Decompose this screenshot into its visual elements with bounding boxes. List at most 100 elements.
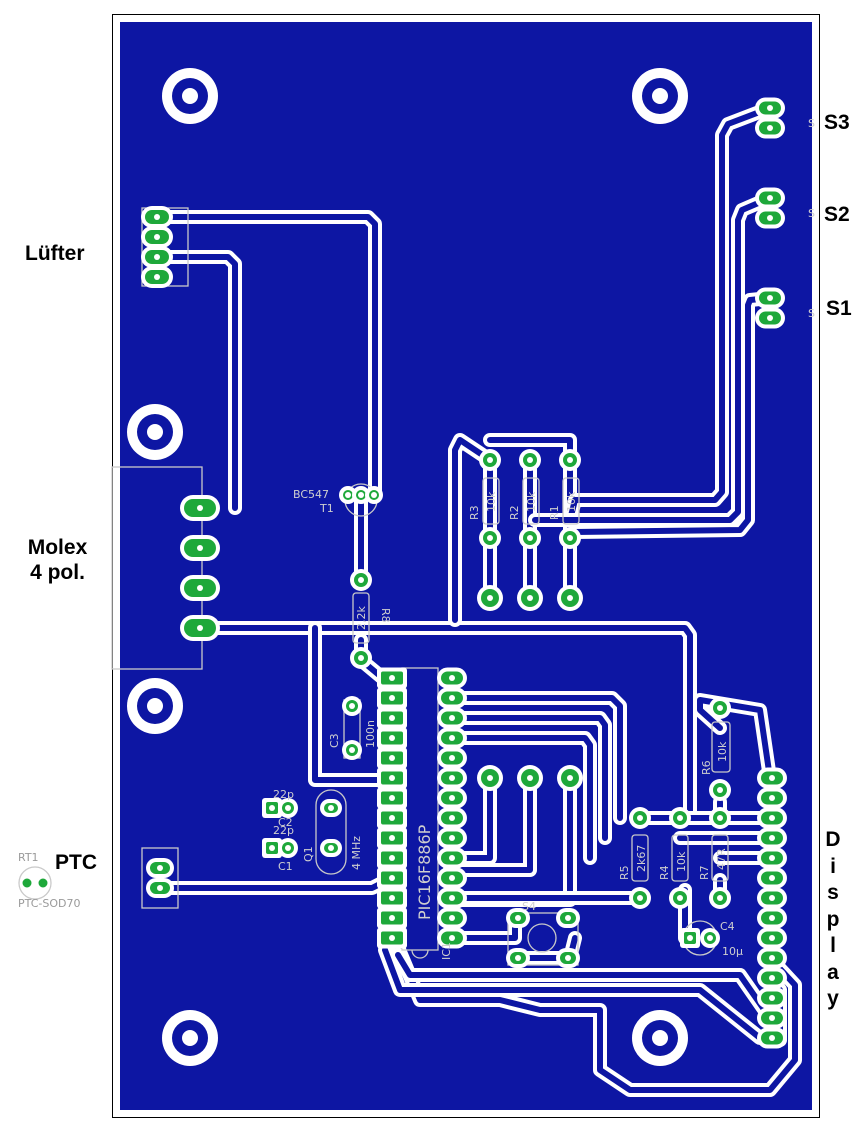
ic1-name-label: IC1: [440, 942, 453, 960]
pad-drill: [349, 747, 355, 753]
trace-copper: [395, 952, 773, 1021]
pad-drill: [767, 125, 773, 131]
ic1-notch: [411, 949, 429, 959]
molex-label: Molex 4 pol.: [10, 537, 105, 583]
pad-drill: [527, 535, 533, 541]
pad-drill: [389, 775, 395, 781]
pad-drill: [154, 274, 160, 280]
c3-name-label: C3: [328, 733, 341, 748]
ic1-value-label: PIC16F886P: [415, 824, 434, 920]
t1-name-label: T1: [319, 502, 334, 515]
mounting-hole-drill: [652, 1030, 668, 1046]
display-label-letter: a: [827, 960, 839, 984]
pad-drill: [389, 835, 395, 841]
pad-drill: [717, 815, 723, 821]
pad-drill: [769, 975, 775, 981]
trace-copper: [447, 775, 533, 873]
r3-value-label: 10k: [485, 491, 498, 512]
pad-drill: [565, 915, 571, 921]
r5-body: [631, 834, 649, 882]
pad-drill: [154, 214, 160, 220]
r6-value-label: 10k: [716, 741, 729, 762]
pad-drill: [769, 775, 775, 781]
r3-body: [482, 477, 500, 525]
pad-drill: [389, 935, 395, 941]
pad-drill: [154, 254, 160, 260]
pad-drill: [389, 895, 395, 901]
pad-drill: [349, 703, 355, 709]
s3-pad-label: S: [808, 117, 815, 130]
pad-drill: [449, 935, 455, 941]
pad-drill: [717, 705, 723, 711]
pad-drill: [769, 875, 775, 881]
pad-drill: [487, 457, 493, 463]
r8-name-label: R8: [379, 608, 392, 623]
pad-drill: [358, 492, 364, 498]
trace-copper: [392, 937, 798, 1093]
pad-drill: [389, 915, 395, 921]
pad-drill: [527, 595, 533, 601]
molex-connector-outline: [111, 466, 203, 670]
mounting-hole-drill: [182, 88, 198, 104]
pad-drill: [371, 492, 377, 498]
r2-body: [522, 477, 540, 525]
display-label-letter: s: [827, 881, 839, 904]
c2-value-label: 22p: [273, 788, 294, 801]
r1-name-label: R1: [548, 505, 561, 520]
r6-body: [711, 721, 731, 773]
pad-drill: [767, 215, 773, 221]
mounting-hole-drill: [652, 88, 668, 104]
pad-drill: [449, 795, 455, 801]
trace-copper: [152, 254, 238, 511]
r5-value-label: 2k67: [635, 845, 648, 872]
r8-value-label: 2,2k: [355, 605, 368, 629]
pad-drill: [389, 675, 395, 681]
pad-drill: [515, 955, 521, 961]
pad-drill: [389, 735, 395, 741]
pad-drill: [769, 835, 775, 841]
r6-name-label: R6: [700, 760, 713, 775]
ptc-label: PTC: [55, 851, 97, 874]
pad-drill: [449, 915, 455, 921]
trace-copper: [449, 695, 623, 821]
pad-drill: [769, 1015, 775, 1021]
silkscreen-labels: BC547 T1 2,2k R8 R3 10k R2 10k R1 10k C3…: [273, 117, 815, 960]
trace-copper: [197, 625, 693, 818]
mounting-hole-drill: [182, 1030, 198, 1046]
c4-value-label: 10µ: [722, 945, 743, 958]
r4-value-label: 10k: [675, 851, 688, 872]
pad-drill: [449, 755, 455, 761]
copper-traces: [148, 101, 802, 1097]
pad-drill: [157, 865, 163, 871]
pad-drill: [687, 935, 693, 941]
fan-label: Lüfter: [25, 242, 85, 265]
pad-drill: [389, 795, 395, 801]
r4-name-label: R4: [658, 865, 671, 880]
pad-drill: [769, 955, 775, 961]
pad-drill: [389, 815, 395, 821]
pad-drill: [637, 895, 643, 901]
rt1-package-label: PTC-SOD70: [18, 897, 81, 910]
q1-value-label: 4 MHz: [350, 836, 363, 870]
pad-drill: [487, 595, 493, 601]
c2-name-label: C2: [278, 816, 293, 829]
pad-drill: [527, 775, 533, 781]
pad-drill: [449, 835, 455, 841]
r2-name-label: R2: [508, 505, 521, 520]
display-label-letter: i: [830, 854, 836, 878]
pad-drill: [197, 545, 203, 551]
pad-drill: [515, 915, 521, 921]
display-label-letter: y: [827, 987, 839, 1010]
r5-name-label: R5: [618, 865, 631, 880]
pad-drill: [567, 535, 573, 541]
r4-body: [671, 834, 689, 882]
pad-drill: [328, 805, 334, 811]
trace-copper: [532, 195, 773, 523]
pad-drill: [769, 855, 775, 861]
pad-drill: [197, 625, 203, 631]
silkscreen: [18, 207, 731, 966]
r7-body: [711, 834, 729, 882]
pad-drill: [769, 815, 775, 821]
pad-drill: [358, 655, 364, 661]
pad-drill: [707, 935, 713, 941]
